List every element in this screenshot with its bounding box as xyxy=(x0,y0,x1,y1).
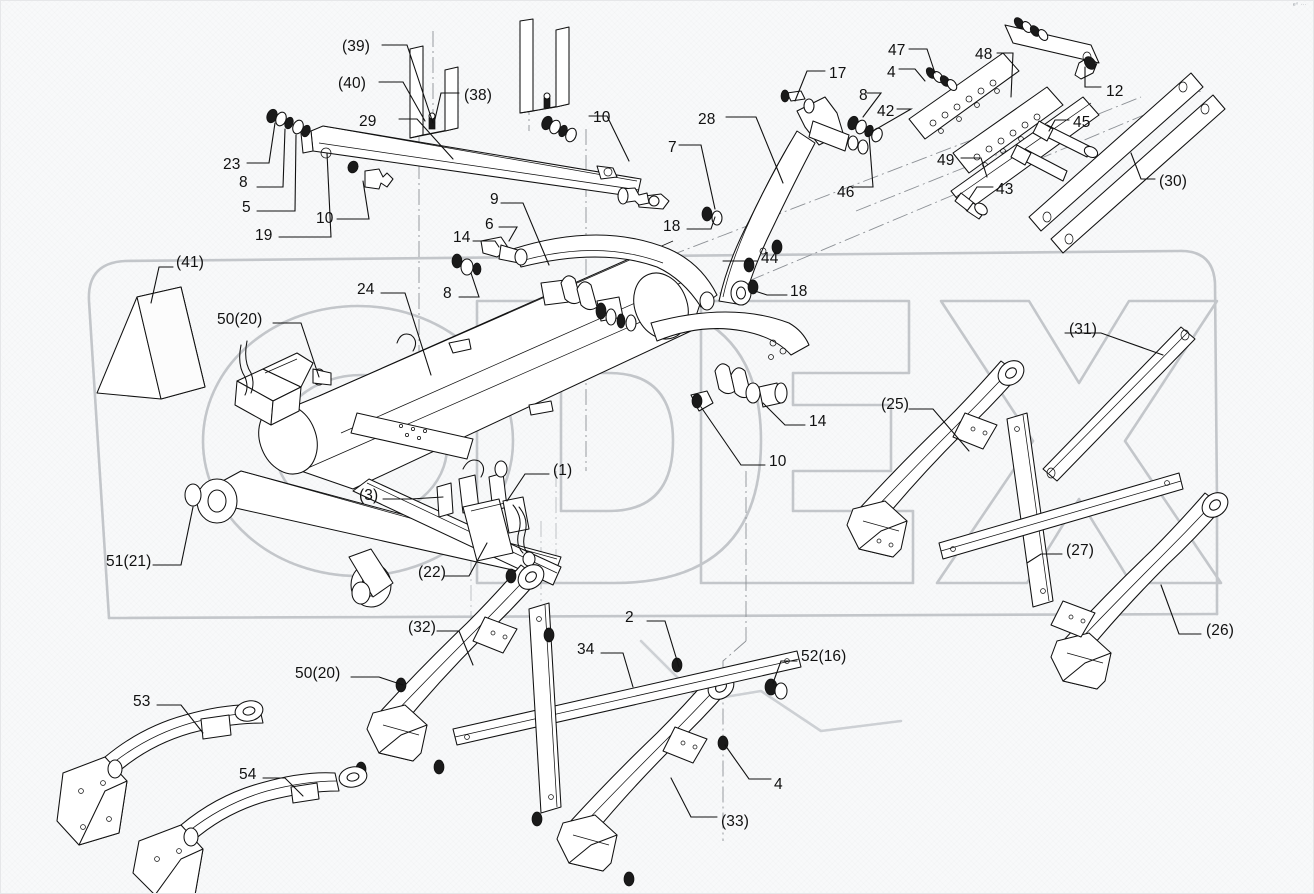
part-main-beam-24 xyxy=(258,240,702,490)
callout-label-8c: 8 xyxy=(443,285,452,302)
callout-label-27: (27) xyxy=(1066,542,1094,559)
callout-label-45: 45 xyxy=(1073,114,1091,131)
callout-label-44: 44 xyxy=(761,250,779,267)
callout-label-4a: 4 xyxy=(887,64,896,81)
part-leg-33 xyxy=(531,674,788,887)
callout-label-50b: 50(20) xyxy=(295,665,341,682)
part-leg-32 xyxy=(366,564,545,775)
callout-label-7: 7 xyxy=(668,139,677,156)
callout-label-1: (1) xyxy=(553,462,573,479)
callout-label-23: 23 xyxy=(223,156,241,173)
callout-label-19: 19 xyxy=(255,227,273,244)
part-53 xyxy=(56,700,264,846)
callout-label-42: 42 xyxy=(877,103,895,120)
callout-label-12: 12 xyxy=(1106,83,1124,100)
callout-label-54: 54 xyxy=(239,766,257,783)
callout-label-29: 29 xyxy=(359,113,377,130)
callout-label-6: 6 xyxy=(485,216,494,233)
part-bracket-17 xyxy=(780,89,869,155)
callout-label-30: (30) xyxy=(1159,173,1187,190)
bolt-45b xyxy=(1010,144,1068,182)
callout-label-50a: 50(20) xyxy=(217,311,263,328)
bushing-18-left xyxy=(701,206,723,226)
callout-label-14a: 14 xyxy=(453,229,471,246)
callout-label-24: 24 xyxy=(357,281,375,298)
callout-label-39: (39) xyxy=(342,38,370,55)
callout-label-38: (38) xyxy=(464,87,492,104)
bolt-45 xyxy=(1032,120,1099,159)
callout-label-3: (3) xyxy=(359,487,379,504)
callout-label-40: (40) xyxy=(338,75,366,92)
part-rail-top-long xyxy=(1004,24,1100,64)
callout-label-34: 34 xyxy=(577,641,595,658)
part-bracket-assembly-50-20 xyxy=(234,340,332,426)
leader-lines xyxy=(150,44,1202,818)
callout-label-28: 28 xyxy=(698,111,716,128)
callout-label-41: (41) xyxy=(176,254,204,271)
callout-label-10b: 10 xyxy=(316,210,334,227)
callout-label-52: 52(16) xyxy=(801,648,847,665)
part-u-bracket-39 xyxy=(409,45,459,139)
washer-stack-4 xyxy=(925,67,958,91)
parts-14-6-8-left xyxy=(451,236,528,276)
callout-label-2: 2 xyxy=(625,609,634,626)
callout-label-4b: 4 xyxy=(774,776,783,793)
bushings-23-8-5 xyxy=(266,108,311,138)
callout-label-9: 9 xyxy=(490,191,499,208)
bushings-8-42-46 xyxy=(847,115,883,143)
part-shield-41 xyxy=(96,286,206,400)
part-22-plates xyxy=(462,460,536,567)
callout-label-26: (26) xyxy=(1206,622,1234,639)
part-link-28 xyxy=(718,130,816,306)
callout-label-8a: 8 xyxy=(859,87,868,104)
part-rail-47 xyxy=(908,52,1020,140)
bushings-right-of-29 xyxy=(541,115,577,143)
callout-label-47: 47 xyxy=(888,42,906,59)
part-rod-31 xyxy=(1042,326,1196,482)
part-30-rails xyxy=(1028,72,1226,254)
callout-label-18a: 18 xyxy=(663,218,681,235)
callout-label-46: 46 xyxy=(837,184,855,201)
clevis-stack-lower xyxy=(690,363,788,412)
part-bar-27-horizontal xyxy=(938,472,1184,560)
callout-label-17: 17 xyxy=(829,65,847,82)
callout-label-14b: 14 xyxy=(809,413,827,430)
bolt-10-top-right xyxy=(617,187,650,206)
callout-label-51: 51(21) xyxy=(106,553,152,570)
callout-label-32: (32) xyxy=(408,619,436,636)
bolt-10-left xyxy=(347,160,394,190)
part-leg-26 xyxy=(1050,492,1229,690)
callout-label-43: 43 xyxy=(996,181,1014,198)
bolt-43 xyxy=(954,192,988,220)
callout-label-5: 5 xyxy=(242,199,251,216)
corner-micro-text: e⁰ ··· xyxy=(1292,2,1307,8)
clevis-stack-mid xyxy=(560,275,637,332)
callout-label-10a: 10 xyxy=(593,109,611,126)
bolt-12 xyxy=(1074,56,1098,80)
callout-label-18b: 18 xyxy=(790,283,808,300)
part-54 xyxy=(132,766,368,893)
callout-label-31: (31) xyxy=(1069,321,1097,338)
part-curved-arm-lower xyxy=(650,311,810,360)
callout-label-53: 53 xyxy=(133,693,151,710)
part-leg-25 xyxy=(846,360,1025,558)
callout-label-22: (22) xyxy=(418,564,446,581)
callout-label-25: (25) xyxy=(881,396,909,413)
callout-label-8b: 8 xyxy=(239,174,248,191)
part-u-bracket-38 xyxy=(519,18,570,114)
callout-label-48: 48 xyxy=(975,46,993,63)
callout-label-10c: 10 xyxy=(769,453,787,470)
callout-label-49: 49 xyxy=(937,152,955,169)
part-arm-29 xyxy=(300,125,670,210)
part-bar-27-vertical xyxy=(1006,412,1054,608)
washer-stack-47 xyxy=(1013,17,1049,41)
callout-label-33: (33) xyxy=(721,813,749,830)
